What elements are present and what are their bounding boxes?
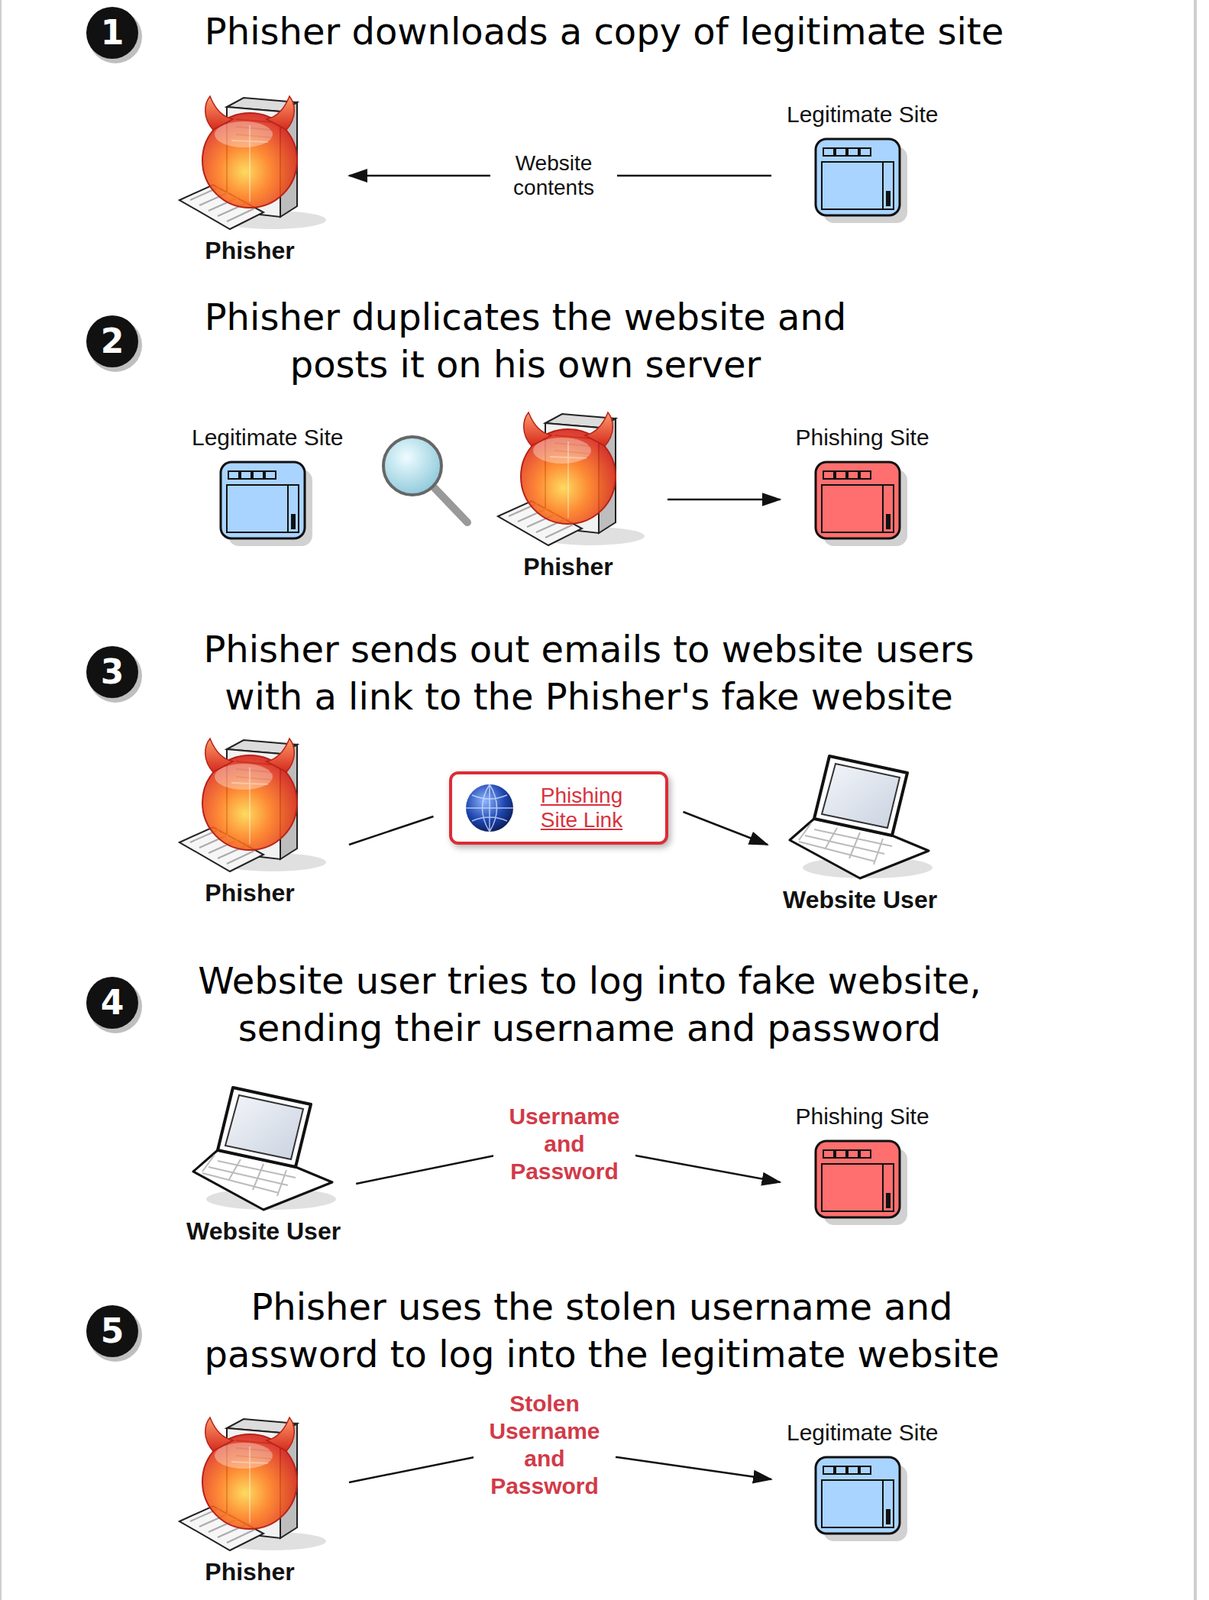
phisher-computer: Phisher <box>484 410 653 581</box>
website-window-icon <box>812 135 912 228</box>
step-heading: Phisher sends out emails to website user… <box>184 625 994 721</box>
phisher-computer-icon <box>165 737 334 875</box>
node-label: Legitimate Site <box>786 100 938 129</box>
website-window-icon <box>812 1454 912 1546</box>
magnifier <box>383 436 468 523</box>
phishing-window-icon <box>812 459 912 551</box>
node-label: Phisher <box>523 552 613 581</box>
node-label: Phishing Site <box>795 1102 930 1131</box>
website-window-icon <box>217 459 317 551</box>
node-label: Phisher <box>204 236 295 265</box>
step-heading: Phisher duplicates the website and posts… <box>181 293 870 388</box>
legitimate-site: Legitimate Site <box>191 423 343 551</box>
edge-label: Website contents <box>490 148 618 204</box>
phishing-site: Phishing Site <box>795 423 930 551</box>
callout-number: 2 <box>86 315 139 368</box>
callout-number: 3 <box>86 646 139 699</box>
phisher-computer-icon <box>165 94 334 233</box>
phisher-computer: Phisher <box>165 737 334 907</box>
callout-number: 5 <box>86 1305 139 1358</box>
edge-label: Stolen Username and Password <box>473 1386 616 1504</box>
callout-number: 1 <box>86 6 139 59</box>
node-label: Phishing Site <box>795 423 930 452</box>
callout-circles <box>86 6 143 1362</box>
phisher-computer-icon <box>484 410 653 549</box>
node-label: Website User <box>186 1217 341 1245</box>
node-label: Phisher <box>204 1558 295 1586</box>
user-laptop: Website User <box>782 751 938 914</box>
step-heading: Website user tries to log into fake webs… <box>169 956 1010 1052</box>
node-label: Website User <box>782 885 938 914</box>
edge-label: Username and Password <box>493 1099 636 1189</box>
legitimate-site: Legitimate Site <box>786 100 938 228</box>
laptop-icon <box>783 751 937 882</box>
phisher-computer-icon <box>165 1415 334 1554</box>
page-edge <box>1193 0 1197 1600</box>
user-laptop: Website User <box>186 1082 341 1245</box>
connector-arrow <box>683 811 769 845</box>
node-label: Legitimate Site <box>191 423 343 452</box>
node-label: Legitimate Site <box>786 1419 938 1447</box>
phishing-window-icon <box>812 1137 912 1230</box>
page-edge <box>0 0 2 1600</box>
laptop-icon <box>187 1082 340 1213</box>
legitimate-site: Legitimate Site <box>786 1419 938 1546</box>
step-heading: Phisher downloads a copy of legitimate s… <box>145 7 1063 55</box>
phishing-site: Phishing Site <box>795 1102 930 1230</box>
step-heading: Phisher uses the stolen username and pas… <box>181 1283 1022 1378</box>
connector-arrow <box>667 498 781 502</box>
phisher-computer: Phisher <box>165 94 334 265</box>
node-label: Phisher <box>204 879 295 907</box>
phishing-link-box: Phishing Site Link <box>449 771 669 845</box>
globe-icon <box>462 781 517 835</box>
callout-number: 4 <box>86 976 139 1029</box>
connector-arrow <box>349 816 434 845</box>
link-text: Phishing Site Link <box>533 783 631 833</box>
phisher-computer: Phisher <box>165 1415 334 1586</box>
